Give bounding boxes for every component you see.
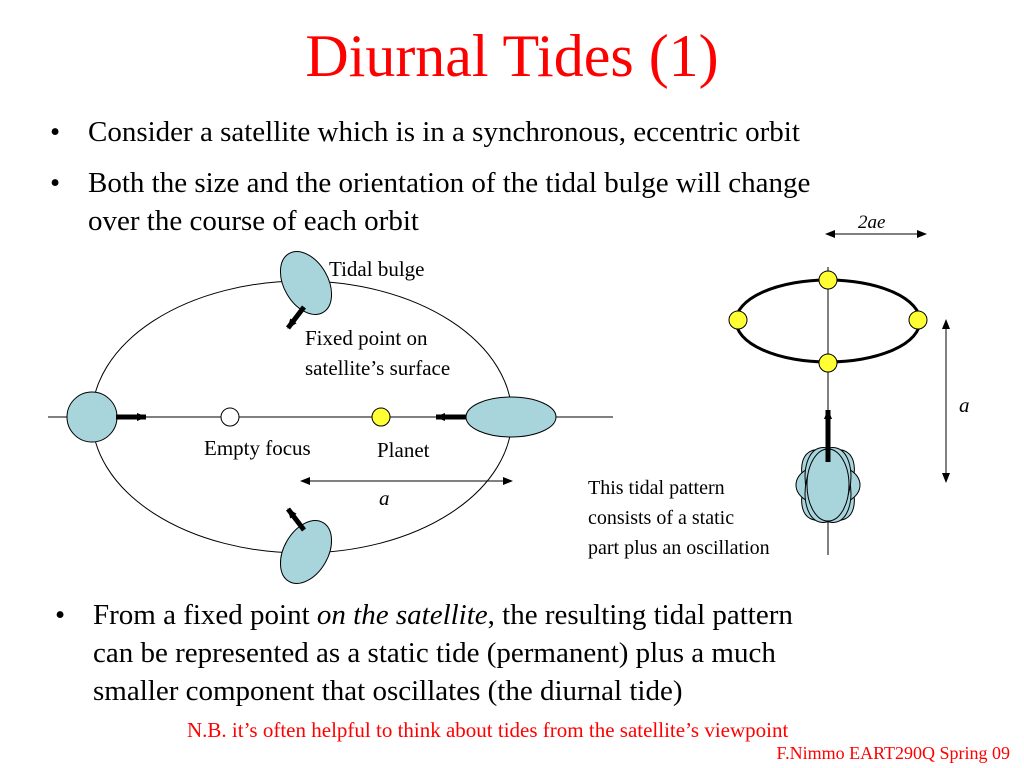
bullet-marker: • (50, 167, 61, 199)
left-orbit-diagram (48, 251, 613, 584)
planet-marker (371, 407, 391, 427)
bullet-text-continued: smaller component that oscillates (the d… (93, 675, 683, 707)
position-marker-left (728, 310, 748, 330)
right-orbit-diagram (728, 230, 950, 555)
label-planet: Planet (377, 438, 430, 462)
position-marker-bottom (818, 353, 838, 373)
fixed-point-arrow-top (286, 305, 306, 330)
label-fixed-point-line1: Fixed point on (305, 326, 428, 350)
bullet-text: From a fixed point on the satellite, the… (93, 599, 793, 631)
position-marker-top (818, 270, 838, 290)
note-text: N.B. it’s often helpful to think about t… (187, 718, 789, 742)
bullet-text-continued: can be represented as a static tide (per… (93, 637, 776, 669)
satellite-top (279, 251, 333, 315)
bullet-marker: • (55, 599, 66, 631)
label-2ae: 2ae (858, 212, 886, 233)
bullet-marker: • (50, 116, 61, 148)
satellite-bottom (279, 520, 333, 584)
overlapping-bulges (795, 447, 861, 523)
bullet-text-continued: over the course of each orbit (88, 205, 419, 237)
satellite-right (465, 396, 557, 438)
credit-text: F.Nimmo EART290Q Spring 09 (776, 743, 1011, 763)
caption-line1: This tidal pattern (588, 477, 725, 499)
bullet-text: Consider a satellite which is in a synch… (88, 116, 800, 148)
label-a-right: a (959, 393, 970, 417)
caption-line2: consists of a static (588, 507, 735, 529)
emphasis-text: on the satellite (316, 599, 488, 631)
fixed-point-arrow-bottom (286, 507, 306, 532)
empty-focus-marker (220, 407, 240, 427)
label-fixed-point-line2: satellite’s surface (305, 356, 451, 380)
page-title: Diurnal Tides (1) (305, 23, 719, 89)
bullet-text: Both the size and the orientation of the… (88, 167, 811, 199)
satellite-left (66, 391, 118, 443)
label-tidal-bulge: Tidal bulge (329, 257, 425, 281)
position-marker-right (908, 310, 928, 330)
label-empty-focus: Empty focus (204, 436, 311, 460)
label-semi-major-axis: a (379, 486, 390, 510)
caption-line3: part plus an oscillation (588, 537, 770, 559)
